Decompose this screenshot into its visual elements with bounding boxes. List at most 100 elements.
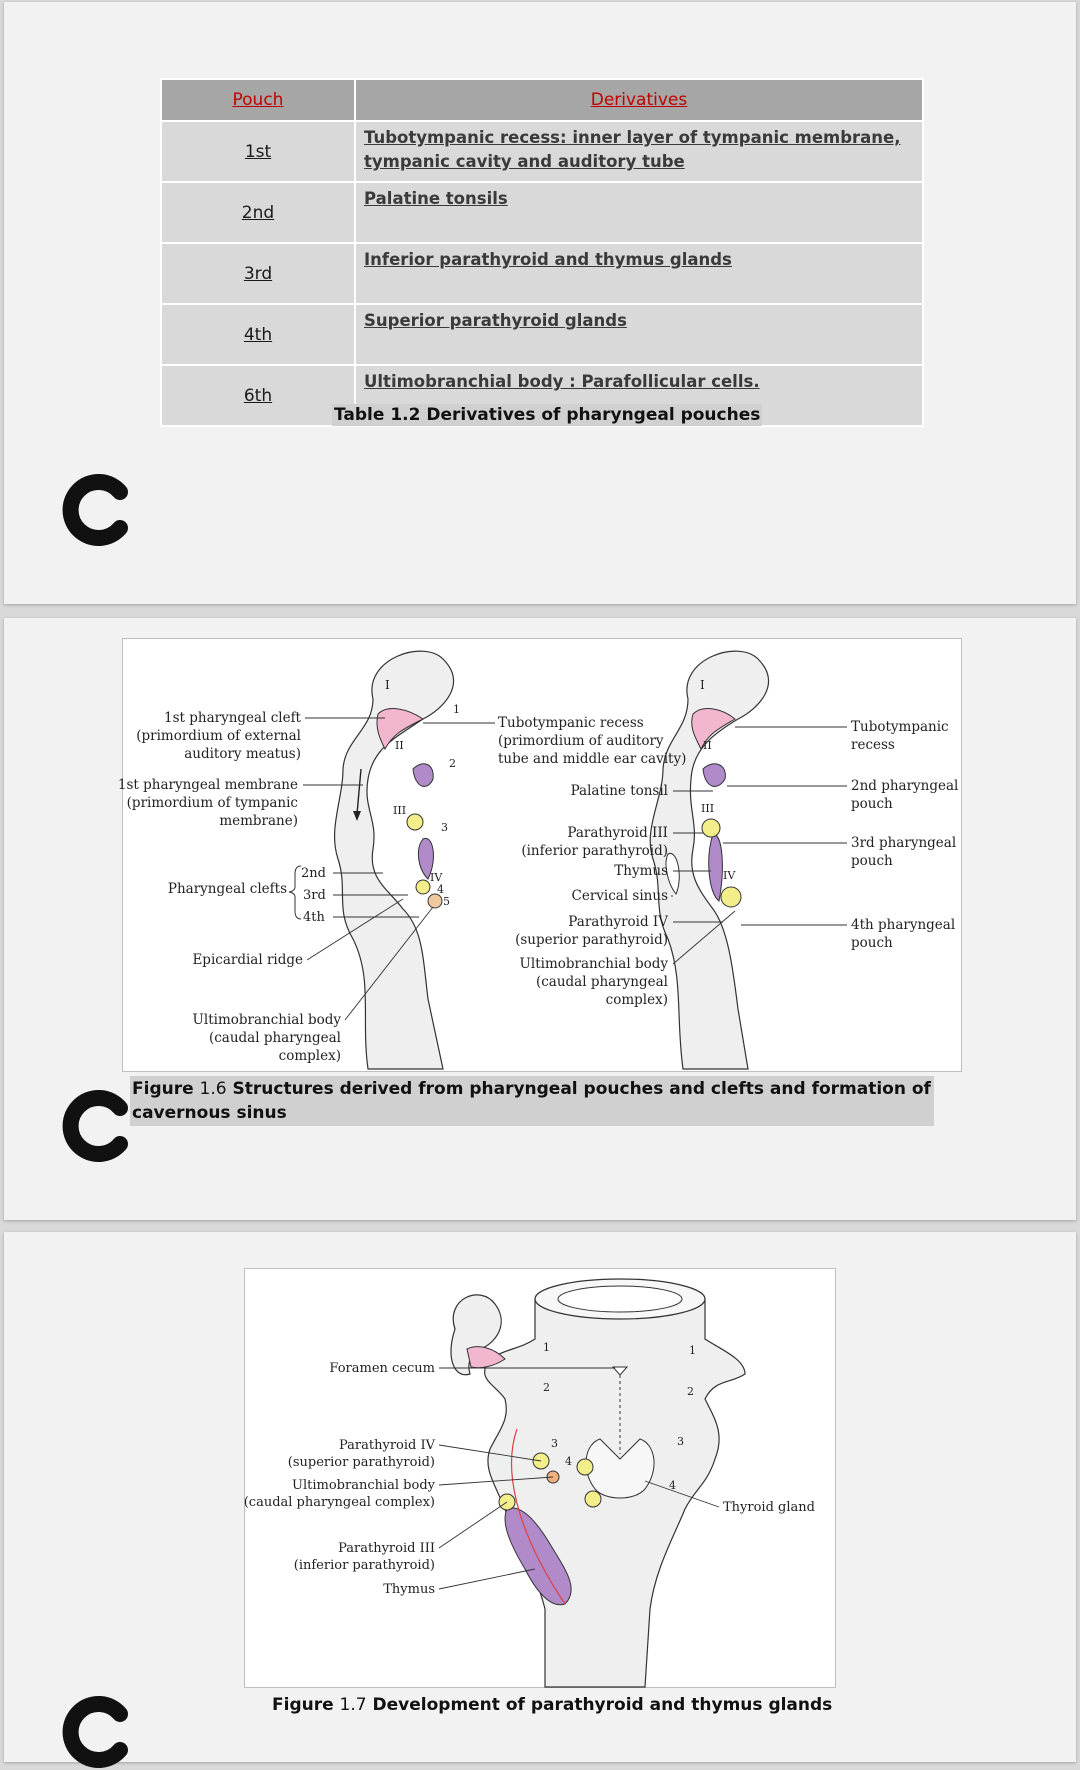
right-p2-b: pouch — [851, 796, 893, 812]
right-p3-b: pouch — [851, 853, 893, 869]
right-cervical-sinus — [665, 853, 680, 895]
pouch-cell: 6th — [160, 364, 356, 427]
fig17-caption-number: 1.7 — [339, 1695, 367, 1715]
derivatives-cell: Tubotympanic recess: inner layer of tymp… — [354, 120, 924, 183]
right-p4-a: 4th pharyngeal — [851, 917, 955, 933]
label-membrane-a: 1st pharyngeal membrane — [118, 777, 298, 793]
label-cleft1-a: 1st pharyngeal cleft — [164, 710, 302, 726]
pouch-cell: 3rd — [160, 242, 356, 305]
figure-1-6-caption: Figure 1.6 Structures derived from phary… — [130, 1076, 934, 1126]
mid-para4-b: (superior parathyroid) — [515, 932, 668, 948]
page-1: Pouch Derivatives 1st Tubotympanic reces… — [4, 2, 1076, 604]
fig16-caption-text: Structures derived from pharyngeal pouch… — [132, 1079, 931, 1123]
header-pouch: Pouch — [160, 78, 356, 122]
right-p2-a: 2nd pharyngeal — [851, 778, 958, 794]
right-yellow-para3 — [701, 818, 721, 838]
label-membrane-c: membrane) — [219, 813, 298, 829]
pouch-cell: 4th — [160, 303, 356, 366]
pouch-derivatives-table: Pouch Derivatives 1st Tubotympanic reces… — [160, 78, 924, 427]
left-embryo-outline — [334, 650, 455, 1070]
left-num-5: 5 — [443, 895, 450, 908]
left-num-1: 1 — [453, 703, 460, 716]
table-header-row: Pouch Derivatives — [160, 78, 924, 122]
mid-ub-b: (caudal pharyngeal — [536, 974, 668, 990]
right-arch-iii: III — [701, 802, 714, 815]
fig16-caption-prefix: Figure — [132, 1079, 194, 1099]
page-3: 1 2 3 4 1 2 3 4 Foramen cecum Parathyroi… — [4, 1232, 1076, 1768]
right-purple-tonsil — [702, 763, 726, 787]
left-num-3: 3 — [441, 821, 448, 834]
foramen-cecum-marker — [611, 1366, 629, 1376]
left-arch-ii: II — [395, 739, 404, 752]
derivatives-cell: Inferior parathyroid and thymus glands — [354, 242, 924, 305]
fig17-num-3a: 3 — [551, 1437, 558, 1450]
figure-1-7-diagram: 1 2 3 4 1 2 3 4 Foramen cecum Parathyroi… — [244, 1278, 815, 1688]
derivatives-cell: Superior parathyroid glands — [354, 303, 924, 366]
mid-palatine: Palatine tonsil — [571, 783, 668, 799]
right-yellow-para4 — [720, 886, 742, 908]
pharynx-lumen — [557, 1285, 683, 1313]
label-c3: 3rd — [303, 888, 326, 903]
mid-ub-a: Ultimobranchial body — [520, 956, 669, 972]
mid-para3-a: Parathyroid III — [567, 825, 668, 841]
right-tubo-b: recess — [851, 737, 895, 753]
migration-arrow — [511, 1428, 566, 1605]
right-p4-b: pouch — [851, 935, 893, 951]
pouch-cell: 2nd — [160, 181, 356, 244]
label-c4: 4th — [303, 910, 325, 925]
left-arch-iii: III — [393, 804, 406, 817]
label-ub-c: complex) — [279, 1048, 341, 1064]
fig17-foramen: Foramen cecum — [329, 1361, 435, 1376]
right-arch-ii: II — [703, 739, 712, 752]
figure-1-6-diagram: I II III IV 1 2 3 4 5 1st pharyngeal cle… — [118, 650, 958, 1070]
figure-1-7: 1 2 3 4 1 2 3 4 Foramen cecum Parathyroi… — [244, 1268, 836, 1688]
left-num-4: 4 — [437, 883, 444, 896]
label-ub-a: Ultimobranchial body — [193, 1012, 342, 1028]
middle-leader-lines — [423, 722, 736, 965]
left-yellow-para3 — [406, 813, 424, 831]
right-arch-i: I — [700, 678, 705, 692]
mid-thymus: Thymus — [614, 863, 668, 879]
fig17-num-3b: 3 — [677, 1435, 684, 1448]
fig17-num-2b: 2 — [687, 1385, 694, 1398]
fig17-thymus-label: Thymus — [383, 1582, 435, 1597]
mid-ub-c: complex) — [606, 992, 668, 1008]
right-arch-iv: IV — [723, 869, 736, 882]
left-arrow — [356, 768, 362, 815]
left-arrowhead — [353, 811, 361, 821]
left-arch-iv: IV — [430, 871, 443, 884]
fig17-ub-b: (caudal pharyngeal complex) — [244, 1495, 435, 1510]
label-cleft1-b: (primordium of external — [136, 728, 301, 744]
label-membrane-b: (primordium of tympanic — [127, 795, 298, 811]
fig17-caption-text: Development of parathyroid and thymus gl… — [372, 1695, 833, 1715]
table-row: 3rd Inferior parathyroid and thymus glan… — [160, 242, 924, 305]
fig17-caption-prefix: Figure — [272, 1695, 334, 1715]
fig17-para4-a: Parathyroid IV — [339, 1438, 436, 1453]
right-p3-a: 3rd pharyngeal — [851, 835, 956, 851]
label-ub-b: (caudal pharyngeal — [209, 1030, 341, 1046]
right-pink-recess — [691, 708, 736, 751]
left-leader-lines — [303, 717, 434, 1021]
table-row: 4th Superior parathyroid glands — [160, 303, 924, 366]
left-purple-tonsil — [412, 763, 434, 787]
left-arch-i: I — [385, 678, 390, 692]
mid-tubo-a: Tubotympanic recess — [498, 715, 644, 731]
label-cleft1-c: auditory meatus) — [184, 746, 301, 762]
left-num-2: 2 — [449, 757, 456, 770]
mid-tubo-c: tube and middle ear cavity) — [498, 751, 686, 767]
mid-para3-b: (inferior parathyroid) — [521, 843, 668, 859]
table-caption: Table 1.2 Derivatives of pharyngeal pouc… — [332, 404, 763, 426]
right-purple-thymus — [708, 833, 723, 902]
fig17-num-1b: 1 — [689, 1344, 696, 1357]
figure-1-6: I II III IV 1 2 3 4 5 1st pharyngeal cle… — [118, 638, 962, 1072]
fig17-para3-a: Parathyroid III — [338, 1541, 435, 1556]
mid-para4-a: Parathyroid IV — [568, 914, 668, 930]
c-logo-icon — [62, 474, 128, 546]
fig17-thyroid-label: Thyroid gland — [723, 1500, 815, 1515]
fig17-para3-migrated — [584, 1490, 602, 1508]
label-pharyngeal-clefts: Pharyngeal clefts — [168, 881, 287, 897]
left-pink-recess — [376, 708, 424, 751]
label-epicardial: Epicardial ridge — [192, 952, 303, 968]
page-2: I II III IV 1 2 3 4 5 1st pharyngeal cle… — [4, 618, 1076, 1220]
left-ub — [427, 893, 443, 909]
